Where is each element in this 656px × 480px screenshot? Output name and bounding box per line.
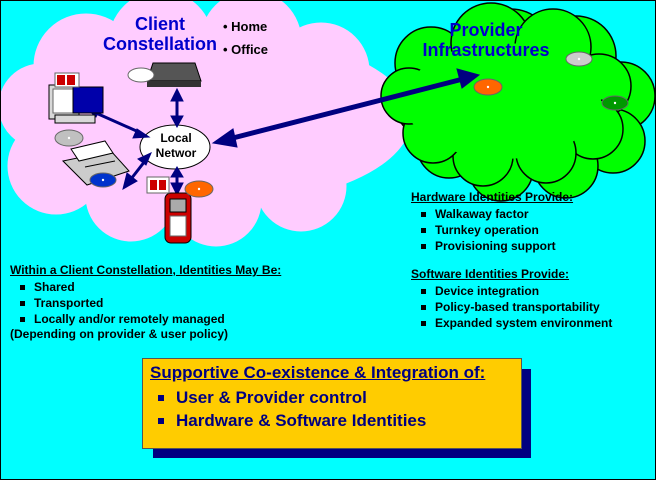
summary-box: Supportive Co-existence & Integration of… — [142, 358, 522, 449]
local-network-label: Local Networ — [155, 131, 197, 160]
hardware-list: Walkaway factor Turnkey operation Provis… — [411, 206, 556, 254]
within-note: (Depending on provider & user policy) — [10, 327, 229, 341]
arrowhead-to-phone — [170, 182, 184, 197]
location-home: • Home — [223, 19, 268, 34]
local-network-hub — [139, 124, 211, 170]
arrowhead-to-printer — [122, 172, 138, 191]
software-list: Device integration Policy-based transpor… — [411, 283, 612, 331]
client-title-line2: Constellation — [102, 34, 217, 54]
desktop-pc-icon — [48, 72, 104, 124]
provider-title-line1: Provider — [449, 20, 523, 40]
list-item: Transported — [10, 295, 225, 311]
summary-heading: Supportive Co-existence & Integration of… — [150, 363, 486, 382]
arrowhead-big-left — [211, 128, 238, 148]
list-item: User & Provider control — [150, 386, 426, 409]
location-office: • Office — [223, 42, 269, 57]
laptop-icon — [146, 62, 202, 87]
bullet-dot: • — [223, 42, 232, 57]
hardware-heading: Hardware Identities Provide: — [411, 190, 574, 204]
within-list: Shared Transported Locally and/or remote… — [10, 279, 225, 327]
client-title-line1: Client — [134, 14, 185, 34]
provider-cloud-core — [405, 43, 601, 159]
summary-list: User & Provider control Hardware & Softw… — [150, 386, 426, 432]
software-heading: Software Identities Provide: — [411, 267, 570, 281]
list-item: Provisioning support — [411, 238, 556, 254]
list-item: Hardware & Software Identities — [150, 409, 426, 432]
bullet-dot: • — [223, 19, 232, 34]
client-title: Client Constellation — [95, 14, 225, 54]
arrows — [84, 68, 481, 197]
provider-title: Provider Infrastructures — [411, 20, 561, 60]
smartcard-icon — [146, 176, 170, 194]
list-item: Shared — [10, 279, 225, 295]
arrowhead-to-laptop — [170, 87, 184, 102]
list-item: Locally and/or remotely managed — [10, 311, 225, 327]
arrowhead-big-right — [456, 68, 481, 89]
within-heading: Within a Client Constellation, Identitie… — [10, 263, 282, 277]
mobile-phone-icon — [164, 192, 192, 244]
list-item: Expanded system environment — [411, 315, 612, 331]
list-item: Device integration — [411, 283, 612, 299]
provider-title-line2: Infrastructures — [422, 40, 550, 60]
list-item: Policy-based transportability — [411, 299, 612, 315]
list-item: Walkaway factor — [411, 206, 556, 222]
list-item: Turnkey operation — [411, 222, 556, 238]
